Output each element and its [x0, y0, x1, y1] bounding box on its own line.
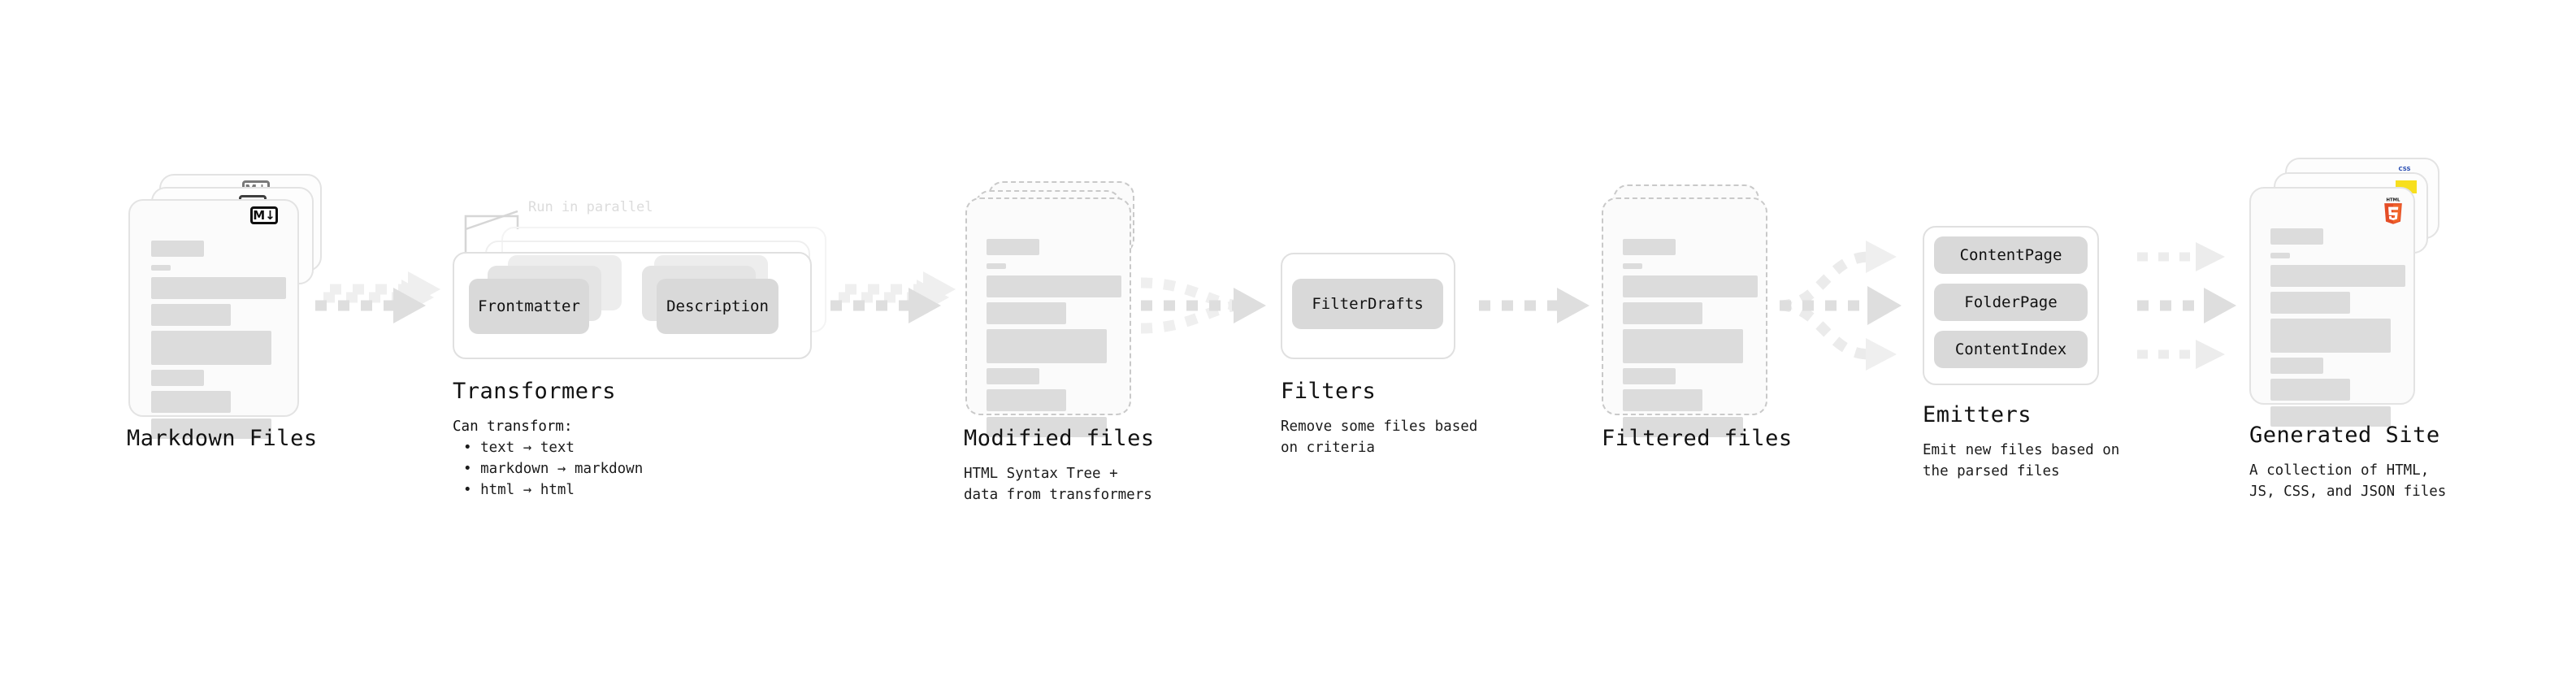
skeleton-bar	[2270, 265, 2405, 287]
stage-title-transformers: Transformers	[453, 379, 617, 404]
skeleton-bar	[1623, 368, 1676, 384]
skeleton-bar	[987, 368, 1039, 384]
generated-site-subtitle-1: JS, CSS, and JSON files	[2249, 484, 2447, 500]
stage-title-markdown-files: Markdown Files	[127, 426, 318, 451]
skeleton-bar	[151, 241, 204, 257]
filterdrafts-chip[interactable]: FilterDrafts	[1292, 279, 1443, 329]
skeleton-bar	[1623, 417, 1743, 437]
skeleton-bar	[151, 419, 271, 439]
skeleton-bar	[151, 265, 171, 271]
stage-title-filtered-files: Filtered files	[1602, 426, 1793, 451]
modified-files-subtitle-0: HTML Syntax Tree +	[964, 466, 1118, 482]
filtered-card-front	[1602, 197, 1767, 437]
skeleton-bar	[2270, 406, 2391, 427]
transformers-bullet-0: • text → text	[463, 440, 575, 456]
skeleton-bar	[987, 329, 1107, 363]
stage-title-modified-files: Modified files	[964, 426, 1155, 451]
skeleton-bar	[151, 331, 271, 365]
skeleton-bar	[2270, 358, 2323, 374]
transformers-bullet-2: • html → html	[463, 482, 575, 498]
arrow-filtered-to-emitters	[1779, 241, 1902, 371]
skeleton-bar	[987, 302, 1066, 324]
transformers-bullet-1: • markdown → markdown	[463, 461, 644, 477]
html5-icon: HTML	[2384, 197, 2402, 224]
arrow-transformers-to-modified	[830, 271, 956, 323]
skeleton-bar	[2270, 253, 2290, 258]
skeleton-bar	[987, 417, 1107, 437]
folderpage-chip[interactable]: FolderPage	[1934, 284, 2088, 321]
skeleton-bar	[1623, 275, 1758, 297]
filters-subtitle-0: Remove some files based	[1281, 419, 1478, 435]
modified-files-subtitle-1: data from transformers	[964, 487, 1152, 503]
emitters-subtitle-1: the parsed files	[1923, 463, 2060, 479]
contentindex-chip[interactable]: ContentIndex	[1934, 331, 2088, 368]
arrow-filters-to-filtered	[1479, 288, 1589, 323]
skeleton-bar	[2270, 292, 2350, 314]
modified-card-front	[965, 197, 1131, 437]
skeleton-bar	[1623, 329, 1743, 363]
skeleton-bar	[151, 304, 231, 326]
skeleton-bar	[1623, 302, 1702, 324]
skeleton-bar	[151, 370, 204, 386]
contentpage-chip[interactable]: ContentPage	[1934, 236, 2088, 274]
markdown-card-front	[128, 199, 299, 439]
svg-text:HTML: HTML	[2387, 197, 2401, 202]
skeleton-bar	[151, 391, 231, 413]
transformers-subtitle: Can transform:	[453, 419, 573, 435]
description-chip[interactable]: Description	[657, 279, 778, 334]
stage-title-generated-site: Generated Site	[2249, 423, 2440, 448]
frontmatter-chip[interactable]: Frontmatter	[469, 279, 589, 334]
skeleton-bar	[1623, 239, 1676, 255]
generated-site-subtitle-0: A collection of HTML,	[2249, 462, 2430, 479]
emitters-subtitle-0: Emit new files based on	[1923, 442, 2120, 458]
arrow-markdown-to-transformers	[315, 271, 440, 323]
site-card-front	[2249, 187, 2415, 427]
stage-title-emitters: Emitters	[1923, 402, 2032, 427]
skeleton-bar	[2270, 379, 2350, 401]
skeleton-bar	[987, 239, 1039, 255]
arrow-modified-to-filters	[1140, 277, 1266, 334]
skeleton-bar	[2270, 228, 2323, 245]
markdown-icon: M↓	[250, 206, 278, 224]
arrow-emitters-to-site	[2137, 242, 2236, 369]
run-in-parallel-label: Run in parallel	[528, 199, 653, 215]
skeleton-bar	[1623, 389, 1702, 411]
stage-title-filters: Filters	[1281, 379, 1377, 404]
skeleton-bar	[987, 389, 1066, 411]
skeleton-bar	[151, 277, 286, 299]
skeleton-bar	[987, 263, 1006, 269]
skeleton-bar	[987, 275, 1121, 297]
skeleton-bar	[2270, 319, 2391, 353]
skeleton-bar	[1623, 263, 1642, 269]
filters-subtitle-1: on criteria	[1281, 440, 1375, 456]
